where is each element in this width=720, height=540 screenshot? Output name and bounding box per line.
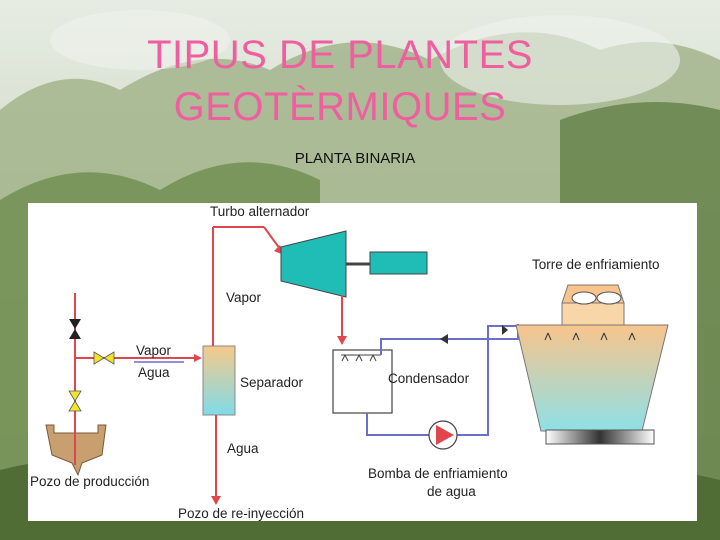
exhaust-arrow <box>337 336 347 345</box>
label-pozo-produccion: Pozo de producción <box>30 474 149 489</box>
separator-vessel <box>202 345 236 416</box>
tower-inlet-arrow <box>502 325 508 335</box>
cooling-tower <box>515 284 669 445</box>
slide-title-line1: TIPUS DE PLANTES <box>147 33 533 77</box>
valve-top <box>69 319 81 339</box>
label-pozo-reinyeccion: Pozo de re-inyección <box>178 506 304 521</box>
label-agua-left: Agua <box>138 365 170 380</box>
label-vapor-turbine: Vapor <box>226 290 262 305</box>
water-down-arrow <box>211 496 221 505</box>
generator <box>369 251 428 275</box>
label-condensador: Condensador <box>388 371 470 386</box>
cooling-pump <box>428 420 458 450</box>
label-bomba-line2: de agua <box>427 484 476 499</box>
steam-to-turbine <box>263 226 281 250</box>
return-arrow <box>440 334 448 344</box>
condenser <box>332 349 393 414</box>
label-torre-enfriamiento: Torre de enfriamiento <box>532 257 660 272</box>
inlet-arrow <box>194 354 202 362</box>
valve-bottom <box>68 390 82 412</box>
valve-horizontal <box>93 351 115 365</box>
binary-plant-diagram: Turbo alternador Torre de enfriamiento V… <box>30 204 669 521</box>
turbine <box>280 230 347 298</box>
diagram-panel: Turbo alternador Torre de enfriamiento V… <box>28 203 697 521</box>
slide-title-line2: GEOTÈRMIQUES <box>173 85 507 129</box>
label-separador: Separador <box>240 375 304 390</box>
condenser-sprays <box>341 354 381 362</box>
production-well <box>45 424 107 477</box>
slide-subtitle: PLANTA BINARIA <box>294 150 416 167</box>
label-agua-down: Agua <box>227 441 259 456</box>
label-turbo-alternador: Turbo alternador <box>210 204 310 219</box>
label-bomba-line1: Bomba de enfriamiento <box>368 466 508 481</box>
label-vapor-left: Vapor <box>136 343 172 358</box>
